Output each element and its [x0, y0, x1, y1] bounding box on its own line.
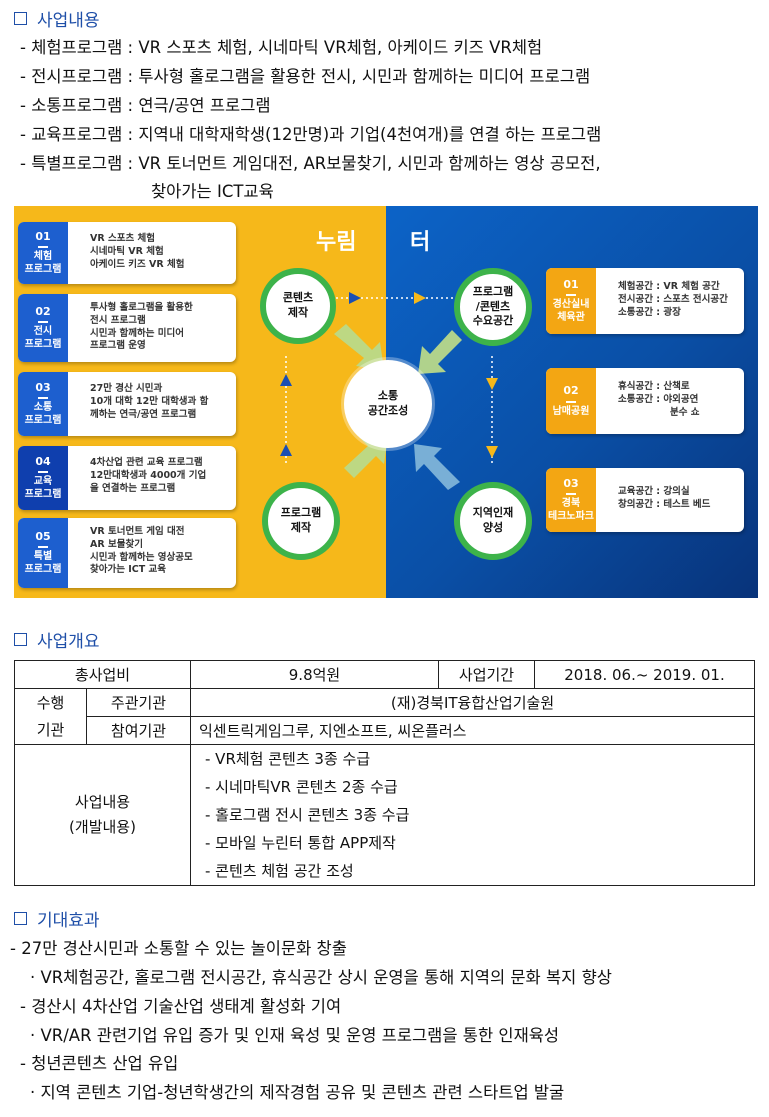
checkbox-square-icon [14, 912, 27, 925]
text-line: · 지역 콘텐츠 기업-청년학생간의 제작경험 공유 및 콘텐츠 관련 스타트업… [30, 1083, 565, 1102]
table-cell-label: 총사업비 [14, 660, 191, 689]
space-card-text: 교육공간 : 강의실 창의공간 : 테스트 베드 [618, 486, 711, 510]
program-card-tag: 02 전시 프로그램 [18, 294, 68, 362]
table-cell-value: 2018. 06.~ 2019. 01. [534, 660, 755, 689]
section-heading-content: 사업내용 [14, 6, 100, 31]
text-line: - 전시프로그램 : 투사형 홀로그램을 활용한 전시, 시민과 함께하는 미디… [20, 67, 591, 86]
text-line: - 체험프로그램 : VR 스포츠 체험, 시네마틱 VR체험, 아케이드 키즈… [20, 38, 543, 57]
table-cell-label: 사업내용 (개발내용) [14, 744, 191, 886]
section-title: 기대효과 [37, 911, 100, 931]
text-line: - 27만 경산시민과 소통할 수 있는 놀이문화 창출 [10, 939, 347, 958]
program-card-special: 05 특별 프로그램 VR 토너먼트 게임 대전 AR 보물찾기 시민과 함께하… [18, 518, 236, 588]
program-card-exhibition: 02 전시 프로그램 투사형 홀로그램을 활용한 전시 프로그램 시민과 함께하… [18, 294, 236, 362]
checkbox-square-icon [14, 12, 27, 25]
arrow-down-icon [486, 446, 498, 458]
program-card-tag: 03 소통 프로그램 [18, 372, 68, 436]
diagonal-arrow-icon [414, 444, 460, 490]
text-line: - 소통프로그램 : 연극/공연 프로그램 [20, 96, 271, 115]
arrow-right-icon [349, 292, 361, 304]
arrow-up-icon [280, 444, 292, 456]
text-line: - 경산시 4차산업 기술산업 생태계 활성화 기여 [20, 997, 342, 1016]
list-item: - 홀로그램 전시 콘텐츠 3종 수급 [205, 806, 410, 824]
diagonal-arrow-icon [418, 330, 462, 374]
program-card-communication: 03 소통 프로그램 27만 경산 시민과 10개 대학 12만 대학생과 함 … [18, 372, 236, 436]
program-card-tag: 04 교육 프로그램 [18, 446, 68, 510]
space-card-tag: 01 경산실내 체육관 [546, 268, 596, 334]
program-card-education: 04 교육 프로그램 4차산업 관련 교육 프로그램 12만대학생과 4000개… [18, 446, 236, 510]
text-line: - 청년콘텐츠 산업 유입 [20, 1054, 179, 1073]
list-item: - 시네마틱VR 콘텐츠 2종 수급 [205, 778, 398, 796]
table-cell-value: 9.8억원 [190, 660, 439, 689]
program-card-text: VR 토너먼트 게임 대전 AR 보물찾기 시민과 함께하는 영상공모 찾아가는… [90, 526, 193, 576]
list-item: - VR체험 콘텐츠 3종 수급 [205, 750, 371, 768]
space-card-park: 02 남매공원 휴식공간 : 산책로 소통공간 : 야외공연 분수 쇼 [546, 368, 744, 434]
table-cell-label: 사업기간 [438, 660, 535, 689]
program-card-experience: 01 체험 프로그램 VR 스포츠 체험 시네마틱 VR 체험 아케이드 키즈 … [18, 222, 236, 284]
list-item: - 콘텐츠 체험 공간 조성 [205, 862, 354, 880]
space-card-tag: 02 남매공원 [546, 368, 596, 434]
space-card-technopark: 03 경북 테크노파크 교육공간 : 강의실 창의공간 : 테스트 베드 [546, 468, 744, 532]
checkbox-square-icon [14, 633, 27, 646]
table-cell-value: (재)경북IT융합산업기술원 [190, 688, 755, 717]
program-card-text: 27만 경산 시민과 10개 대학 12만 대학생과 함 께하는 연극/공연 프… [90, 383, 209, 420]
infographic-title-right: 터 [410, 230, 431, 255]
space-card-tag: 03 경북 테크노파크 [546, 468, 596, 532]
overview-table: 총사업비 9.8억원 사업기간 2018. 06.~ 2019. 01. 수행 … [14, 660, 755, 886]
text-line: - 교육프로그램 : 지역내 대학재학생(12만명)과 기업(4천여개)를 연결… [20, 125, 602, 144]
table-cell-content-list: - VR체험 콘텐츠 3종 수급 - 시네마틱VR 콘텐츠 2종 수급 - 홀로… [190, 744, 755, 886]
text-line: · VR체험공간, 홀로그램 전시공간, 휴식공간 상시 운영을 통해 지역의 … [30, 968, 612, 987]
table-cell-value: 익센트릭게임그루, 지엔소프트, 씨온플러스 [190, 716, 755, 745]
section-title: 사업개요 [37, 632, 100, 652]
program-card-text: VR 스포츠 체험 시네마틱 VR 체험 아케이드 키즈 VR 체험 [90, 233, 185, 270]
program-card-text: 투사형 홀로그램을 활용한 전시 프로그램 시민과 함께하는 미디어 프로그램 … [90, 302, 193, 352]
program-card-text: 4차산업 관련 교육 프로그램 12만대학생과 4000개 기업 을 연결하는 … [90, 457, 207, 494]
space-card-text: 체험공간 : VR 체험 공간 전시공간 : 스포츠 전시공간 소통공간 : 광… [618, 281, 728, 318]
section-title: 사업내용 [37, 11, 100, 31]
text-line: · VR/AR 관련기업 유입 증가 및 인재 육성 및 운영 프로그램을 통한… [30, 1026, 560, 1045]
text-line: 찾아가는 ICT교육 [151, 182, 274, 201]
table-cell-label: 참여기관 [86, 716, 191, 745]
program-card-tag: 05 특별 프로그램 [18, 518, 68, 588]
text-line: - 특별프로그램 : VR 토너먼트 게임대전, AR보물찾기, 시민과 함께하… [20, 154, 601, 173]
infographic-title-left: 누림 [316, 230, 357, 255]
program-infographic: 누림 터 01 체험 프로그램 VR 스포츠 체험 시네마틱 VR 체험 아케이… [14, 206, 758, 598]
program-card-tag: 01 체험 프로그램 [18, 222, 68, 284]
space-card-gym: 01 경산실내 체육관 체험공간 : VR 체험 공간 전시공간 : 스포츠 전… [546, 268, 744, 334]
section-heading-effects: 기대효과 [14, 906, 100, 931]
list-item: - 모바일 누린터 통합 APP제작 [205, 834, 396, 852]
arrow-down-icon [486, 378, 498, 390]
arrow-right-icon [414, 292, 426, 304]
table-cell-label: 주관기관 [86, 688, 191, 717]
arrow-up-icon [280, 374, 292, 386]
diagonal-arrow-icon [334, 324, 384, 370]
table-cell-label: 수행 기관 [14, 688, 87, 745]
space-card-text: 휴식공간 : 산책로 소통공간 : 야외공연 분수 쇼 [618, 381, 700, 418]
section-heading-overview: 사업개요 [14, 627, 100, 652]
